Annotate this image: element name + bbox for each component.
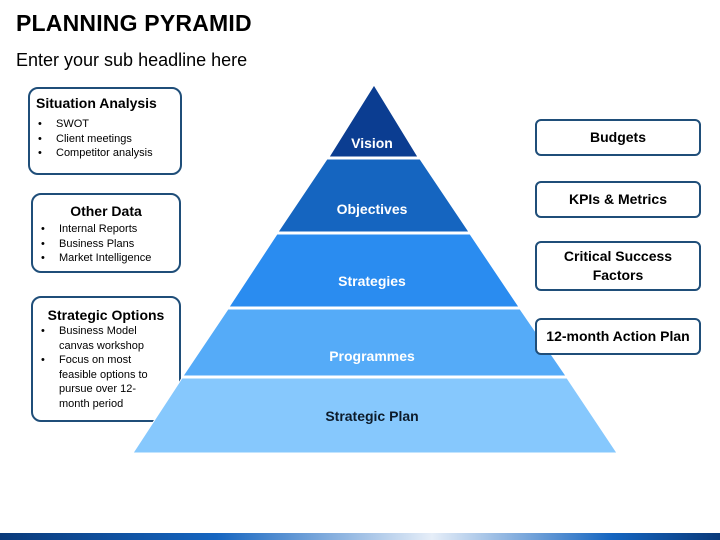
page-subtitle: Enter your sub headline here [16,50,248,70]
footer-bar [0,533,720,540]
pyramid-label-programmes: Programmes [329,348,415,364]
situation-analysis-title: Situation Analysis [36,95,157,111]
critical-success-factors-box: Critical Success Factors [535,241,701,291]
pyramid-level-strategic-plan [132,377,618,454]
list-item: Competitor analysis [30,146,180,161]
list-item: Focus on most feasible options to pursue… [33,353,163,411]
pyramid-label-objectives: Objectives [337,201,408,217]
list-item: Market Intelligence [33,251,179,266]
kpis-metrics-box: KPIs & Metrics [535,181,701,218]
strategic-options-box: Strategic Options Business Model canvas … [31,296,181,422]
pyramid-label-strategies: Strategies [338,273,406,289]
list-item: Business Model canvas workshop [33,324,163,353]
other-data-title: Other Data [70,203,142,219]
list-item: Client meetings [30,132,180,147]
situation-analysis-box: Situation Analysis SWOT Client meetings … [28,87,182,175]
other-data-box: Other Data Internal Reports Business Pla… [31,193,181,273]
list-item: Internal Reports [33,222,179,237]
list-item: Business Plans [33,237,179,252]
pyramid-level-programmes [182,308,567,377]
pyramid-label-vision: Vision [351,135,393,151]
pyramid-level-vision [328,84,419,158]
strategic-options-title: Strategic Options [47,307,165,323]
budgets-box: Budgets [535,119,701,156]
action-plan-box: 12-month Action Plan [535,318,701,355]
page-title: PLANNING PYRAMID [16,10,252,36]
pyramid-level-strategies [228,233,520,308]
pyramid-label-strategic-plan: Strategic Plan [325,408,418,424]
pyramid-level-objectives [277,158,470,233]
list-item: SWOT [30,117,180,132]
